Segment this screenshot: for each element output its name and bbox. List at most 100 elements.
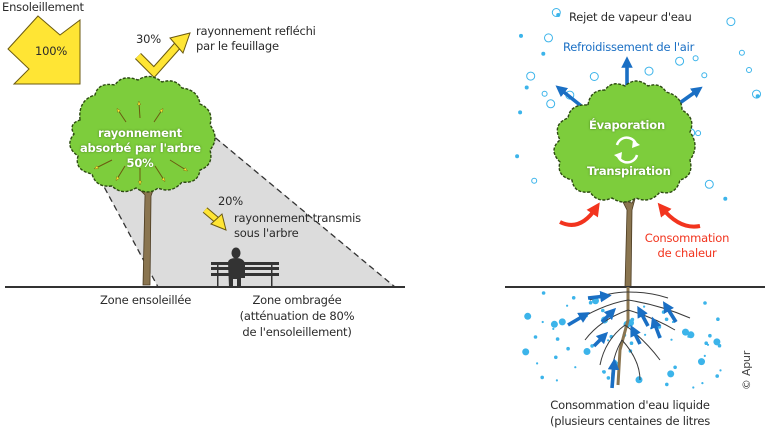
- vapor-droplet: [723, 196, 728, 201]
- soil-water-droplet: [703, 354, 706, 357]
- sun-value-label: 100%: [35, 44, 68, 58]
- soil-water-droplet: [541, 291, 546, 295]
- bench-with-person-icon: [211, 247, 279, 287]
- zone-shade-line1: Zone ombragée: [252, 293, 342, 307]
- vapor-droplet: [515, 154, 520, 159]
- recycle-arrows-icon: [614, 136, 640, 164]
- vapor-droplet: [701, 72, 708, 79]
- soil-water-droplet: [554, 355, 558, 360]
- tree-left: [69, 75, 216, 286]
- soil-water-droplet: [706, 343, 710, 346]
- heat-label-line2: de chaleur: [657, 246, 717, 260]
- vapor-droplet: [544, 33, 553, 43]
- soil-water-droplet: [650, 327, 653, 330]
- soil-water-droplet: [550, 320, 558, 328]
- vapor-droplet: [704, 179, 714, 189]
- soil-water-droplet: [664, 317, 669, 322]
- reflected-label-line2: par le feuillage: [196, 39, 279, 53]
- water-uptake-arrows: [567, 290, 678, 389]
- zone-shade-line2: (atténuation de 80%: [239, 309, 355, 323]
- vapor-droplet: [644, 66, 654, 76]
- water-label-line2: (plusieurs centaines de litres: [549, 414, 711, 428]
- vapor-droplet: [589, 72, 599, 81]
- soil-water-droplet: [704, 341, 708, 346]
- vapor-droplet: [531, 177, 538, 184]
- zone-sun-label: Zone ensoleillée: [100, 293, 192, 307]
- soil-water-droplet: [533, 335, 538, 339]
- soil-water-droplet: [607, 339, 610, 342]
- vapor-droplet: [546, 99, 556, 109]
- soil-water-droplet: [708, 333, 712, 338]
- cooling-label: Refroidissement de l'air: [563, 40, 695, 54]
- roots: [569, 287, 691, 386]
- soil-water-droplet: [540, 375, 544, 380]
- vapor-droplet: [726, 17, 736, 27]
- soil-water-droplet: [541, 320, 544, 324]
- heat-arrow-left-icon: [559, 202, 600, 227]
- soil-water-droplet: [629, 341, 634, 346]
- sun-arrow-icon: [7, 15, 81, 85]
- credit-label: © Apur: [740, 350, 754, 391]
- heat-arrows: [559, 202, 701, 229]
- soil-water-droplet: [606, 376, 611, 380]
- soil-water-droplet: [522, 348, 530, 356]
- vapor-droplet: [519, 33, 523, 38]
- vapor-label: Rejet de vapeur d'eau: [569, 10, 692, 24]
- soil-water-droplet: [665, 382, 669, 387]
- transmitted-label-line2: sous l'arbre: [234, 226, 299, 240]
- soil-water-droplet: [682, 328, 689, 336]
- absorbed-label-line1: rayonnement: [98, 126, 182, 140]
- vapor-droplet: [675, 56, 685, 66]
- heat-label-line1: Consommation: [644, 231, 730, 245]
- soil-water-droplet: [703, 301, 707, 305]
- soil-water-droplet: [601, 370, 605, 373]
- absorbed-value-label: 50%: [126, 156, 154, 170]
- shade-edge-right: [199, 124, 396, 288]
- soil-water-droplet: [687, 335, 690, 338]
- vapor-droplet: [518, 110, 523, 115]
- vapor-droplet: [738, 49, 745, 56]
- vapor-droplet: [526, 71, 536, 81]
- reflected-value-label: 30%: [136, 32, 161, 46]
- absorbed-label-line2: absorbé par l'arbre: [80, 141, 201, 155]
- soil-water-droplet: [601, 308, 605, 313]
- soil-water-droplet: [670, 338, 673, 341]
- transmitted-arrow-icon: [202, 207, 227, 231]
- soil-water-droplet: [692, 386, 695, 389]
- soil-water-droplet: [715, 374, 719, 378]
- heat-arrow-right-icon: [657, 202, 701, 229]
- soil-water-droplet: [536, 362, 539, 365]
- soil-water-droplet: [566, 304, 569, 307]
- evaporation-label: Évaporation: [588, 118, 665, 132]
- soil-water-droplet: [635, 376, 643, 384]
- vapor-droplet: [692, 55, 699, 62]
- soil-water-droplet: [719, 369, 722, 372]
- vapor-droplet: [752, 89, 761, 99]
- vapor-droplet: [541, 90, 548, 97]
- soil-water-droplet: [698, 358, 705, 366]
- tree-right: [553, 80, 696, 288]
- soil-water-droplet: [555, 337, 560, 341]
- reflected-arrow-icon: [134, 32, 191, 79]
- soil-water-droplet: [661, 310, 666, 314]
- title-ensoleillement: Ensoleillement: [2, 0, 84, 14]
- vapor-droplet: [695, 130, 702, 137]
- soil-water-droplet: [566, 346, 570, 351]
- soil-water-droplet: [644, 333, 647, 336]
- transpiration-label: Transpiration: [587, 164, 671, 178]
- soil-water-droplet: [571, 296, 576, 300]
- reflected-label-line1: rayonnement refléchi: [196, 24, 316, 38]
- soil-water-droplet: [555, 379, 559, 382]
- absorption-arrows: [96, 103, 186, 183]
- transmitted-label-line1: rayonnement transmis: [234, 211, 361, 225]
- vapor-droplet: [524, 85, 529, 90]
- soil-water-droplet: [673, 365, 677, 370]
- soil-water-droplet: [643, 305, 646, 308]
- soil-water-droplet: [583, 348, 591, 355]
- vapor-droplet: [551, 8, 561, 17]
- zone-shade-line3: de l'ensoleillement): [242, 325, 352, 339]
- vapor-droplet: [541, 51, 546, 56]
- soil-water-droplet: [630, 317, 635, 322]
